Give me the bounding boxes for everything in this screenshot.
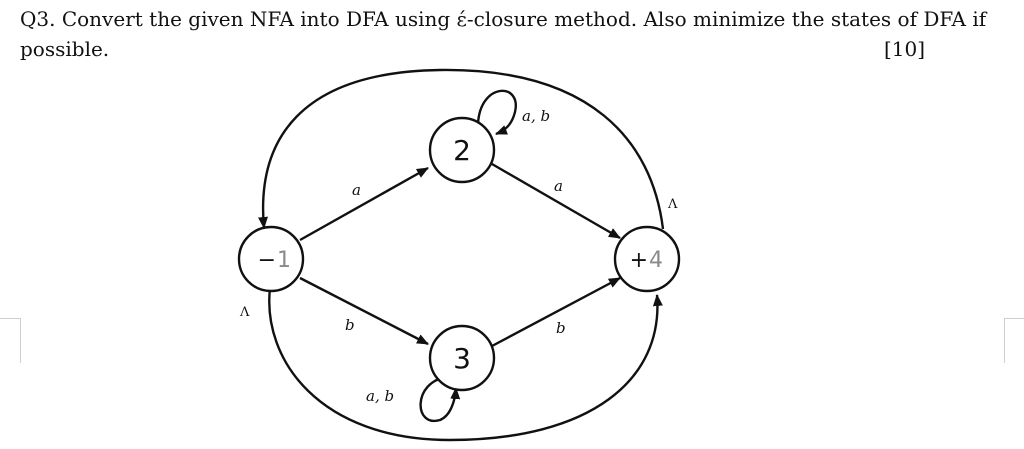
edge-1-to-4-lambda	[268, 287, 663, 442]
page-corner-mark-left	[0, 318, 21, 363]
edge-3-self-loop	[419, 375, 461, 423]
state-2: 2	[428, 116, 496, 184]
question-text: Q3. Convert the given NFA into DFA using…	[20, 7, 987, 61]
edge-1-to-4-label: Λ	[239, 305, 250, 320]
edge-3-to-4	[491, 276, 621, 348]
state-3-name: 3	[453, 342, 471, 375]
state-1-prefix: −	[258, 248, 276, 273]
edge-3-self-loop-label: a, b	[366, 387, 394, 405]
edge-2-self-loop-label: a, b	[522, 107, 550, 125]
edge-1-to-2-label: a	[352, 181, 361, 199]
edge-1-to-3	[299, 276, 429, 346]
state-3: 3	[428, 324, 496, 392]
state-4: + 4	[613, 225, 681, 293]
page-corner-mark-right	[1004, 318, 1024, 363]
state-1: − 1	[237, 225, 305, 293]
edge-4-to-1-label: Λ	[667, 197, 678, 212]
edge-2-to-4	[491, 162, 621, 240]
edge-2-self-loop	[476, 89, 517, 136]
state-4-prefix: +	[630, 248, 648, 273]
edge-3-to-4-label: b	[556, 319, 566, 337]
state-2-name: 2	[453, 134, 471, 167]
state-4-name: 4	[649, 248, 663, 273]
state-1-name: 1	[277, 248, 291, 273]
edge-2-to-4-label: a	[554, 177, 563, 195]
edge-1-to-2	[299, 166, 429, 242]
edge-1-to-3-label: b	[345, 316, 355, 334]
question-marks: [10]	[884, 37, 926, 61]
edge-4-to-1-lambda	[258, 68, 665, 230]
